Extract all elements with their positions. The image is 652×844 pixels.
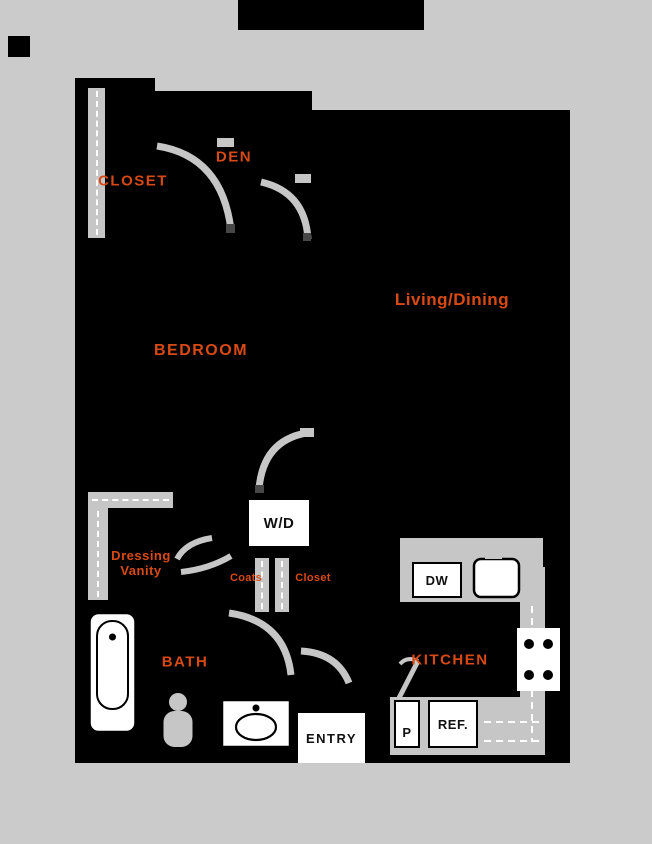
toilet-tank [169,693,187,711]
kitchen-faucet [485,550,502,559]
bathtub [88,611,137,734]
room-label-living-dining: Living/Dining [394,290,510,309]
entry-box: ENTRY [298,713,365,763]
refrigerator-box: REF. [428,700,478,748]
entry-door-swing [300,647,353,685]
bathtub-drain [109,633,116,641]
bathroom-sink [234,712,278,742]
room-label-den: DEN [215,148,253,166]
hall-door-swing [255,429,307,490]
dishwasher-box: DW [412,562,462,598]
hall-door-hinge [300,428,314,437]
den-door-hinge [295,174,311,183]
den-door-stop [303,233,311,241]
stove-burner-1 [524,639,534,649]
pantry-door-leaf [396,659,421,700]
hall-door-stop [255,485,264,493]
washer-dryer-label: W/D [263,514,295,532]
vanity-counter-top [88,492,173,508]
kitchen-counter-notch [543,538,570,567]
bedroom-door-stop [226,224,235,233]
vanity-counter-side [88,508,108,600]
pantry-box: P [394,700,420,748]
room-label-closet: CLOSET [98,172,168,190]
vanity-door-swing-1 [174,535,213,561]
pantry-door-swing [398,657,419,666]
washer-dryer-box: W/D [249,500,309,546]
room-label-bedroom: BEDROOM [153,342,249,359]
den-door-swing [260,178,312,240]
room-label-bath: BATH [161,653,209,671]
bath-door-swing [228,609,295,676]
entry-label: ENTRY [305,730,358,746]
room-label-dressing-vanity: Dressing Vanity [111,548,171,579]
hall-closet-strip [275,558,289,612]
bathtub-basin [96,620,129,710]
top-black-bar [238,0,424,30]
bedroom-door-swing [156,142,235,231]
dishwasher-label: DW [425,572,449,588]
room-label-coats: Coats [229,572,263,584]
stove-burner-3 [524,670,534,680]
stove-burner-4 [543,670,553,680]
refrigerator-label: REF. [437,716,469,732]
coats-closet-strip [255,558,269,612]
bathroom-faucet [252,704,260,712]
bedroom-door-hinge [217,138,234,147]
dressing-vanity-line2: Vanity [120,563,162,578]
stove [517,628,560,691]
room-label-hall-closet: Closet [295,572,331,584]
bedroom-closet-rod [88,88,105,238]
pantry-label: P [402,725,412,740]
toilet-bowl [163,711,193,747]
dressing-vanity-line1: Dressing [111,548,171,564]
vanity-door-swing-2 [180,553,233,575]
stove-burner-2 [543,639,553,649]
kitchen-sink [472,557,521,599]
room-label-kitchen: KITCHEN [411,651,489,669]
top-left-black-square [8,36,30,57]
